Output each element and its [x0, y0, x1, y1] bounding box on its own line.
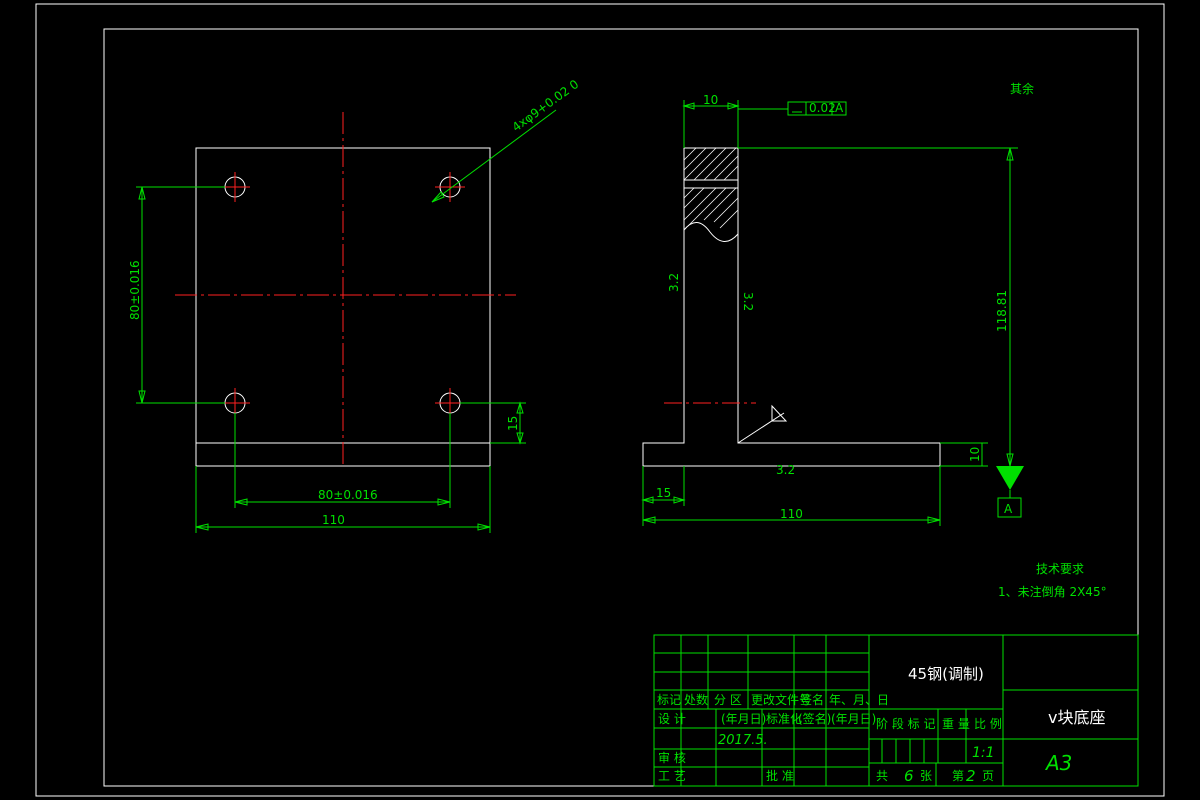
flatness-tolerance: 0.02	[809, 101, 836, 115]
title-block: 标记 处数 分 区 更改文件号 签名 年、月、日 设 计 (年月日) 标准化 (…	[653, 634, 1139, 787]
dim-base-thickness: 10	[968, 447, 982, 462]
tb-sheet-post: 页	[982, 769, 994, 783]
dim-front-width: 110	[322, 513, 345, 527]
tb-row-design: 设 计	[658, 712, 686, 726]
tb-row-date1: (年月日)	[721, 712, 766, 726]
tb-stage-mark: 阶 段 标 记	[876, 716, 935, 731]
dim-side-length: 110	[780, 507, 803, 521]
tb-total-sheets: 6	[904, 767, 914, 785]
front-view: 4xφ9+0.02 0 80±0.016 80±0.016 110 15	[128, 77, 581, 533]
side-view: 3.2 3.2 3.2 其余 10 0.02 A 118.81 10	[641, 81, 1034, 526]
roughness-mark-left: 3.2	[667, 273, 681, 292]
tb-total-pre: 共	[876, 769, 888, 783]
flatness-frame	[787, 101, 847, 116]
tb-row-standard: 标准化	[766, 712, 802, 726]
tb-col-signature: 签名	[800, 692, 824, 707]
dim-vertical-hole-spacing: 80±0.016	[128, 260, 142, 320]
dim-side-thickness: 10	[703, 93, 718, 107]
tb-row-sign: (签名)	[798, 711, 831, 726]
dim-front-edge-offset: 15	[506, 416, 520, 431]
hole-callout-text: 4xφ9+0.02 0	[510, 77, 582, 134]
roughness-mark-bottom: 3.2	[776, 463, 795, 477]
side-profile-outline	[642, 147, 941, 467]
dim-side-edge-offset: 15	[656, 486, 671, 500]
hole-callout-leader	[431, 109, 557, 203]
tb-col-change-doc: 更改文件号	[751, 692, 811, 707]
roughness-mark-right: 3.2	[741, 292, 755, 311]
tb-col-date: 年、月、日	[829, 693, 889, 707]
dim-side-height: 118.81	[995, 290, 1009, 332]
tb-row-process: 工 艺	[658, 769, 686, 783]
datum-label: A	[1004, 502, 1013, 516]
tb-col-zone: 分 区	[714, 693, 742, 707]
tb-material: 45钢(调制)	[908, 665, 984, 683]
datum-box	[997, 497, 1022, 518]
outer-frame	[35, 3, 1165, 797]
tech-req-item1: 1、未注倒角 2X45°	[998, 584, 1107, 599]
roughness-mark-corner	[771, 404, 788, 422]
tb-sheet-no: 2	[966, 767, 976, 785]
inner-frame	[103, 28, 1139, 787]
tb-row-approve: 批 准	[766, 768, 794, 783]
tb-sheet-size: A3	[1044, 751, 1072, 775]
tb-weight: 重 量	[942, 717, 970, 731]
tb-design-date: 2017.5.	[718, 733, 768, 748]
tb-row-date2: (年月日)	[831, 712, 876, 726]
section-hatch-upper	[683, 147, 739, 189]
tb-col-count: 处数	[684, 692, 708, 707]
tb-scale-value: 1:1	[972, 745, 995, 761]
tb-total-post: 张	[920, 769, 932, 783]
tb-col-mark: 标记	[657, 693, 681, 707]
roughness-other-note: 其余	[1010, 81, 1034, 96]
tb-row-review: 审 核	[658, 750, 686, 765]
flatness-datum-ref: A	[835, 101, 844, 115]
tb-part-name: v块底座	[1048, 708, 1105, 727]
tb-scale-label: 比 例	[974, 717, 1002, 731]
dim-horizontal-hole-spacing: 80±0.016	[318, 488, 378, 502]
section-hatch-lower	[683, 187, 739, 242]
tech-req-title: 技术要求	[1036, 562, 1084, 576]
tech-requirements: 技术要求 1、未注倒角 2X45°	[998, 562, 1107, 599]
hole-top-right	[435, 172, 465, 202]
datum-triangle	[996, 466, 1024, 490]
tb-sheet-pre: 第	[952, 769, 964, 783]
